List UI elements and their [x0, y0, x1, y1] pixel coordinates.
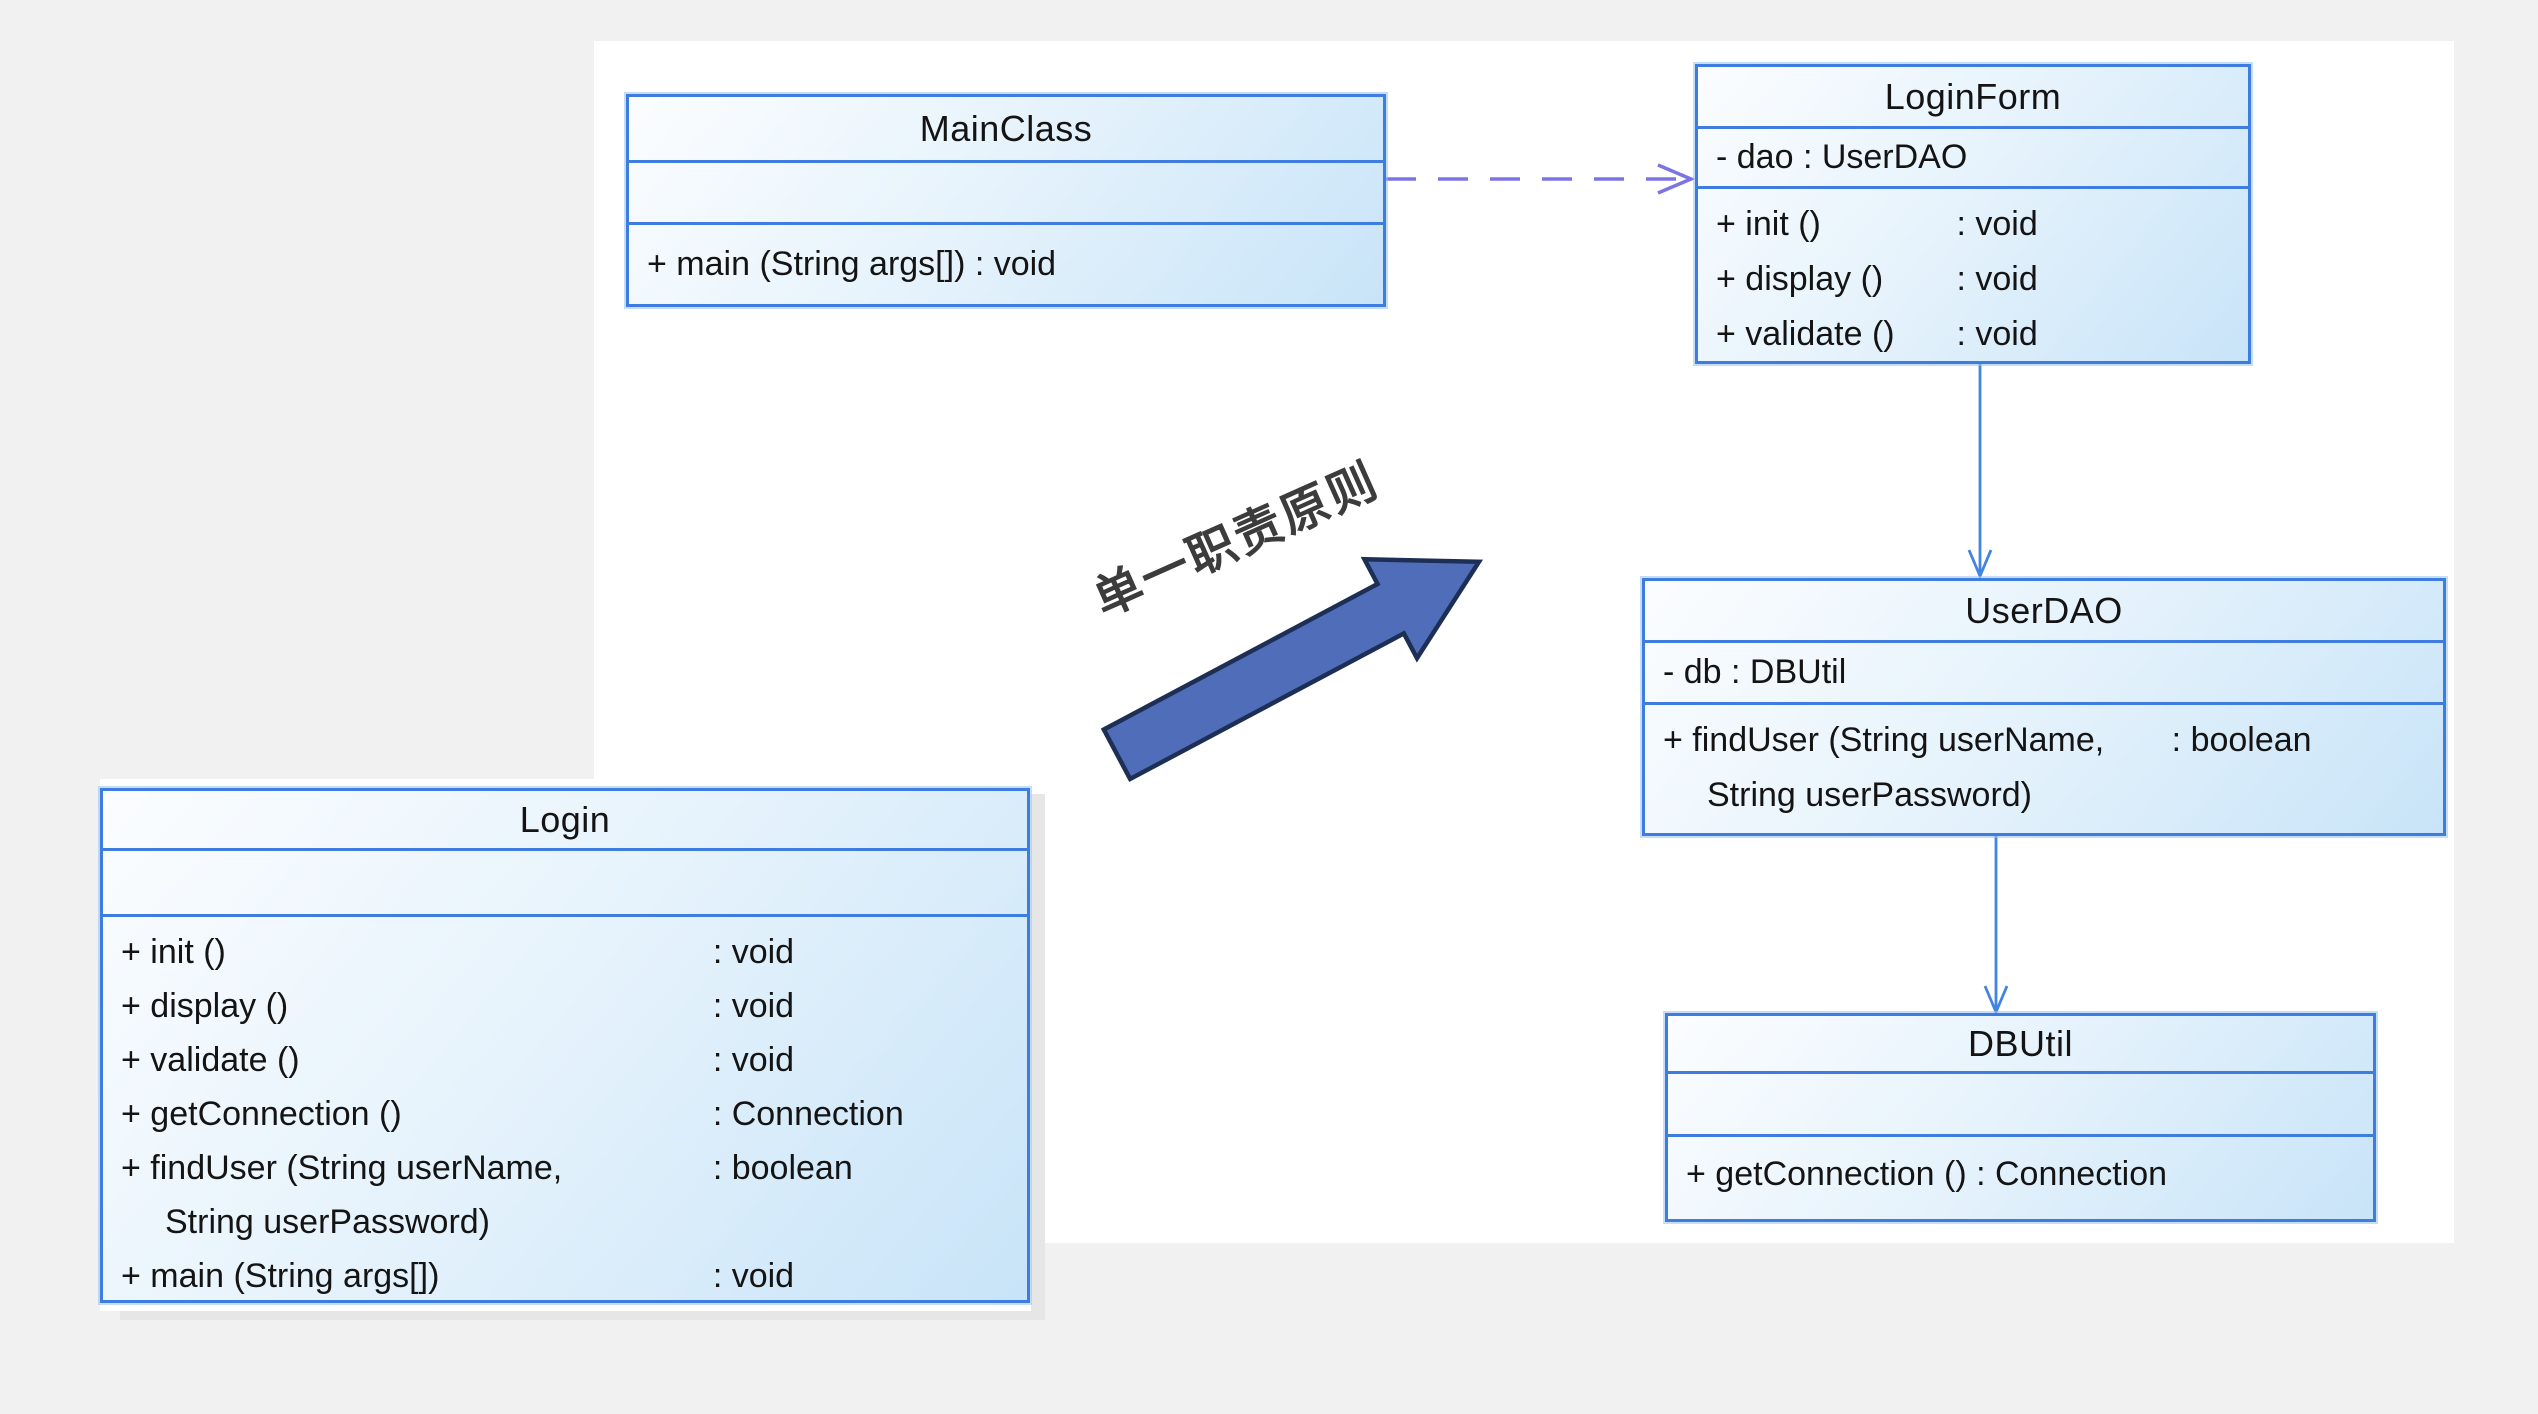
operation-return-type: : void — [1956, 205, 2038, 243]
operation-return-type: : boolean — [712, 1149, 853, 1187]
class-operations: + getConnection () : Connection — [1668, 1137, 2373, 1205]
operation-return-type: : void — [712, 933, 795, 971]
operation-signature: + main (String args[]) — [121, 1257, 440, 1295]
operation-row: + init () : void — [103, 925, 1027, 979]
class-box-mainclass: MainClass + main (String args[]) : void — [626, 94, 1386, 307]
class-attributes — [629, 163, 1383, 225]
class-attributes — [103, 851, 1027, 917]
class-operations: + main (String args[]) : void — [629, 225, 1383, 291]
class-operations: + init () : void + display () : void + v… — [1698, 189, 2248, 362]
operation-signature: + init () — [1716, 205, 1821, 243]
operation-signature: + findUser (String userName, — [121, 1149, 563, 1187]
operation-row-continuation: String userPassword) — [1645, 768, 2443, 823]
class-box-dbutil: DBUtil + getConnection () : Connection — [1665, 1013, 2376, 1222]
class-box-loginform: LoginForm - dao : UserDAO + init () : vo… — [1695, 64, 2251, 364]
operation-row: + main (String args[]) : void — [103, 1249, 1027, 1303]
operation-return-type: : Connection — [712, 1095, 904, 1133]
operation-row: + validate () : void — [103, 1033, 1027, 1087]
operation-row: + main (String args[]) : void — [647, 245, 1057, 283]
class-box-userdao: UserDAO - db : DBUtil + findUser (String… — [1642, 578, 2446, 836]
operation-row: + display () : void — [1698, 252, 2248, 307]
class-title: MainClass — [629, 97, 1383, 163]
class-operations: + init () : void + display () : void + v… — [103, 917, 1027, 1303]
operation-row: + findUser (String userName, : boolean — [103, 1141, 1027, 1195]
operation-signature: + validate () — [1716, 315, 1895, 353]
class-operations: + findUser (String userName, : boolean S… — [1645, 705, 2443, 823]
operation-signature: + getConnection () — [121, 1095, 402, 1133]
operation-return-type: : void — [1956, 260, 2038, 298]
operation-signature: String userPassword) — [1707, 776, 2033, 814]
operation-return-type: : void — [1956, 315, 2038, 353]
class-attributes — [1668, 1074, 2373, 1137]
class-attributes: - db : DBUtil — [1645, 643, 2443, 705]
operation-return-type: : void — [712, 1257, 795, 1295]
operation-row: + findUser (String userName, : boolean — [1645, 713, 2443, 768]
class-attributes: - dao : UserDAO — [1698, 129, 2248, 189]
operation-signature: String userPassword) — [165, 1203, 491, 1241]
operation-return-type: : void — [712, 987, 795, 1025]
operation-row: + getConnection () : Connection — [1686, 1155, 2168, 1193]
operation-return-type: : boolean — [2171, 721, 2312, 759]
operation-signature: + findUser (String userName, — [1663, 721, 2105, 759]
class-title: Login — [103, 791, 1027, 851]
operation-return-type: : void — [712, 1041, 795, 1079]
operation-row: + display () : void — [103, 979, 1027, 1033]
class-box-login: Login + init () : void + display () : vo… — [100, 788, 1030, 1303]
operation-row: + validate () : void — [1698, 307, 2248, 362]
class-title: DBUtil — [1668, 1016, 2373, 1074]
operation-signature: + display () — [121, 987, 289, 1025]
operation-signature: + display () — [1716, 260, 1884, 298]
operation-row-continuation: String userPassword) — [103, 1195, 1027, 1249]
operation-row: + getConnection () : Connection — [103, 1087, 1027, 1141]
operation-signature: + init () — [121, 933, 226, 971]
class-title: UserDAO — [1645, 581, 2443, 643]
operation-signature: + validate () — [121, 1041, 300, 1079]
class-title: LoginForm — [1698, 67, 2248, 129]
operation-row: + init () : void — [1698, 197, 2248, 252]
